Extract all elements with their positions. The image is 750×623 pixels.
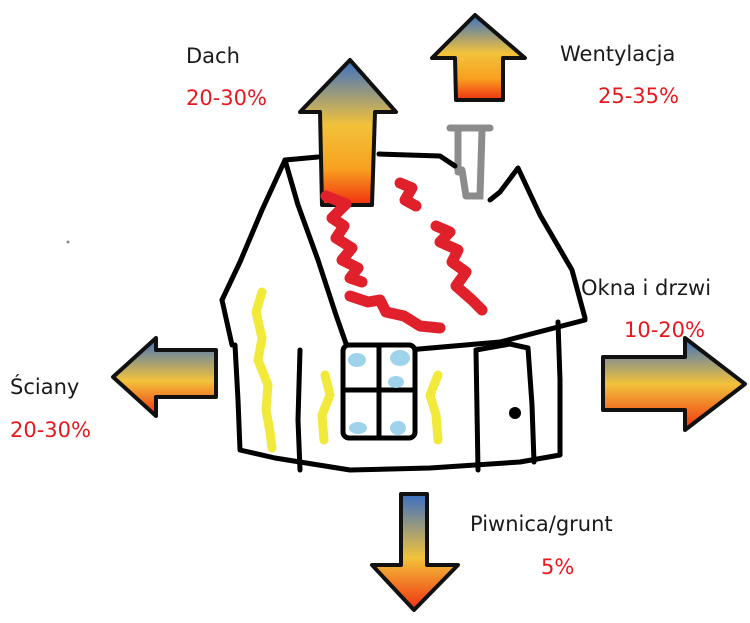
wall-heat-marks <box>251 287 443 453</box>
walls-label: Ściany <box>10 375 80 399</box>
door-knob <box>509 407 521 419</box>
roof-heat-arrow <box>298 58 398 207</box>
windows-doors-label: Okna i drzwi <box>581 276 712 300</box>
chimney <box>446 124 494 200</box>
roof-label: Dach <box>186 44 240 68</box>
windows-doors-heat-arrow <box>601 336 747 432</box>
basement-heat-arrow <box>370 492 460 612</box>
house-outline <box>219 151 588 473</box>
ventilation-percent: 25-35% <box>598 84 679 108</box>
basement-label: Piwnica/grunt <box>470 512 613 536</box>
walls-percent: 20-30% <box>10 418 91 442</box>
window <box>340 342 418 441</box>
roof-heat-marks <box>320 177 488 334</box>
walls-heat-arrow <box>111 336 218 418</box>
ventilation-label: Wentylacja <box>560 42 676 66</box>
speck <box>66 240 70 244</box>
ventilation-heat-arrow <box>430 13 527 102</box>
basement-percent: 5% <box>541 555 575 579</box>
windows-doors-percent: 10-20% <box>624 318 705 342</box>
roof-percent: 20-30% <box>186 86 267 110</box>
